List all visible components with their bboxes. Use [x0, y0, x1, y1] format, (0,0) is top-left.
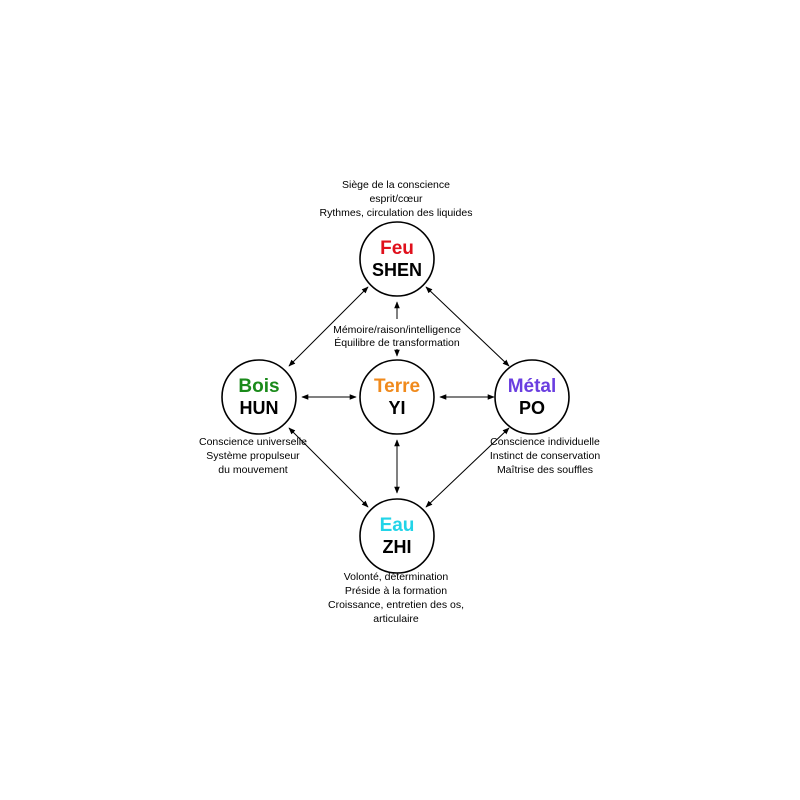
note-feu-line: Siège de la conscience — [342, 179, 450, 191]
node-eau-spirit: ZHI — [383, 537, 412, 557]
note-eau-line: Préside à la formation — [345, 585, 447, 597]
note-bois-line: Système propulseur — [206, 450, 300, 462]
note-bois: Conscience universelle Système propulseu… — [199, 436, 307, 476]
node-metal-element: Métal — [508, 376, 557, 397]
node-eau: Eau ZHI — [359, 498, 435, 574]
note-eau-line: articulaire — [373, 613, 419, 625]
arrow-bois-eau — [288, 427, 369, 508]
arrow-metal-eau — [425, 427, 510, 508]
node-metal: Métal PO — [494, 359, 570, 435]
note-bois-line: Conscience universelle — [199, 436, 307, 448]
note-eau-line: Volonté, détermination — [344, 571, 449, 583]
node-terre-spirit: YI — [388, 398, 405, 418]
node-feu: Feu SHEN — [359, 221, 435, 297]
node-feu-element: Feu — [380, 238, 414, 259]
arrow-feu-metal — [425, 286, 510, 367]
note-feu-line: Rythmes, circulation des liquides — [320, 207, 473, 219]
node-terre-element: Terre — [374, 376, 420, 397]
note-eau-line: Croissance, entretien des os, — [328, 599, 464, 611]
node-metal-circle — [494, 359, 570, 435]
node-bois: Bois HUN — [221, 359, 297, 435]
connections — [288, 286, 510, 508]
note-feu-line: esprit/cœur — [369, 193, 423, 205]
node-eau-element: Eau — [380, 515, 415, 536]
note-metal-line: Maîtrise des souffles — [497, 464, 593, 476]
note-metal-line: Conscience individuelle — [490, 436, 600, 448]
note-terre-line: Mémoire/raison/intelligence — [333, 324, 461, 336]
note-terre-line: Équilibre de transformation — [334, 336, 460, 349]
node-metal-spirit: PO — [519, 398, 545, 418]
note-eau: Volonté, détermination Préside à la form… — [328, 571, 464, 625]
node-bois-circle — [221, 359, 297, 435]
node-bois-element: Bois — [238, 376, 279, 397]
note-metal: Conscience individuelle Instinct de cons… — [490, 436, 600, 476]
node-feu-circle — [359, 221, 435, 297]
note-metal-line: Instinct de conservation — [490, 450, 600, 462]
arrow-feu-bois — [288, 286, 369, 367]
note-bois-line: du mouvement — [218, 464, 288, 476]
note-feu: Siège de la conscience esprit/cœur Rythm… — [320, 179, 473, 219]
note-terre: Mémoire/raison/intelligence Équilibre de… — [333, 324, 461, 349]
node-feu-spirit: SHEN — [372, 260, 422, 280]
node-terre-circle — [359, 359, 435, 435]
node-eau-circle — [359, 498, 435, 574]
node-terre: Terre YI — [359, 359, 435, 435]
node-bois-spirit: HUN — [240, 398, 279, 418]
